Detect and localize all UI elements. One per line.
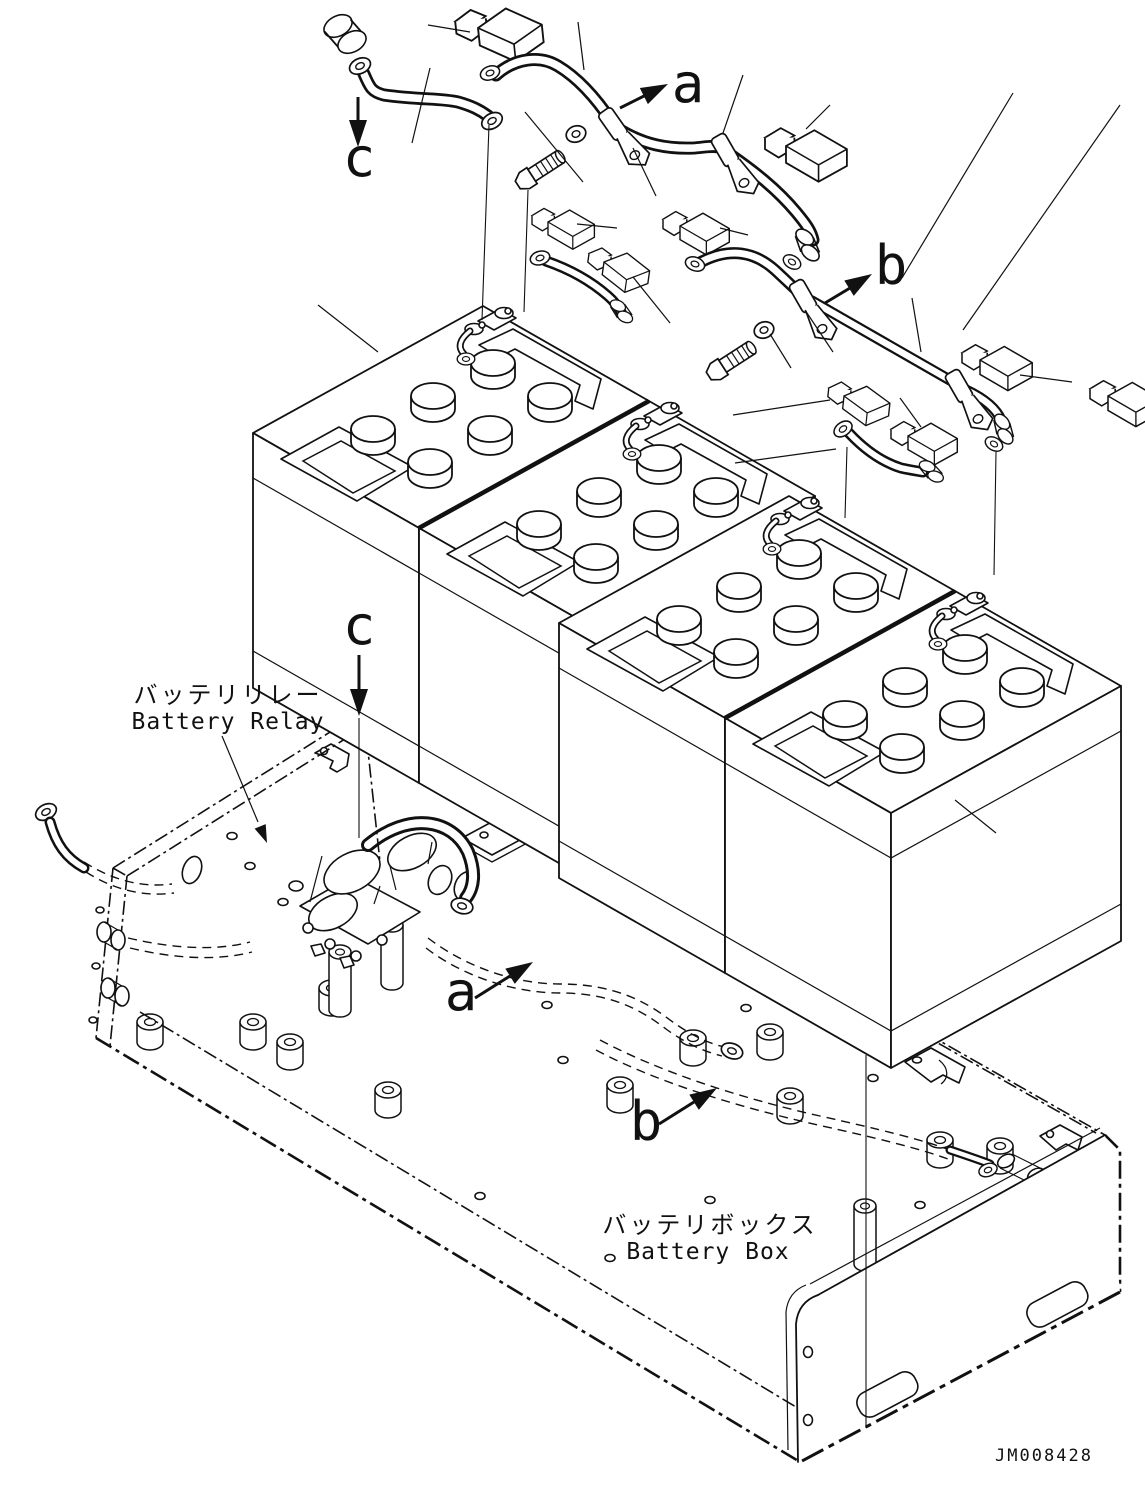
cable-bracket: [904, 1047, 966, 1085]
view-markers: a c b c a b: [343, 52, 908, 1153]
battery-box-label-en: Battery Box: [626, 1239, 789, 1265]
battery-box-outline: [88, 711, 1122, 1464]
terminal-cap: [323, 13, 367, 55]
view-arrow-b-mid: b: [630, 1088, 717, 1153]
battery-relay-label: バッテリリレー Battery Relay: [131, 682, 324, 843]
terminal-cover: [890, 420, 959, 466]
text-labels: バッテリリレー Battery Relay バッテリボックス Battery B…: [131, 682, 1093, 1466]
terminal-cover: [764, 127, 848, 183]
terminal-cover: [824, 380, 893, 429]
battery-box-label: バッテリボックス Battery Box: [602, 1212, 817, 1265]
bolt: [702, 337, 761, 385]
view-marker-c-top: c: [343, 126, 376, 189]
jumper-cable: [527, 248, 639, 326]
ground-cable: [31, 799, 175, 895]
view-arrow-a-top: a: [619, 52, 705, 115]
terminal-cover: [531, 207, 596, 250]
battery-box-front-wall: [785, 1127, 1121, 1464]
view-marker-c-mid: c: [343, 594, 376, 657]
view-marker-b-top: b: [875, 234, 908, 297]
drawing-number: JM008428: [995, 1446, 1093, 1466]
battery-relay-label-jp: バッテリリレー: [134, 682, 323, 709]
cable-a: [477, 53, 829, 273]
view-marker-b-mid: b: [630, 1090, 663, 1153]
hidden-cable-route-a: [425, 937, 746, 1063]
hidden-cable-route-b: [595, 1039, 1046, 1183]
battery-relay: [288, 816, 480, 969]
view-arrow-c-mid: c: [343, 594, 376, 716]
view-arrow-c-top: c: [343, 97, 376, 189]
view-arrow-a-mid: a: [445, 960, 533, 1023]
cable-c: [346, 53, 507, 134]
cable-bracket: [1039, 1124, 1083, 1151]
washer: [563, 122, 589, 146]
cable-b: [682, 247, 1023, 455]
battery-relay-label-en: Battery Relay: [131, 709, 324, 735]
terminal-cover: [1089, 379, 1145, 428]
view-marker-a-mid: a: [445, 960, 478, 1023]
terminal-cover: [961, 343, 1033, 392]
battery-group: [253, 306, 1121, 1068]
view-marker-a-top: a: [672, 52, 705, 115]
cable-bracket: [314, 743, 350, 773]
jumper-cable: [830, 417, 948, 485]
view-arrow-b-top: b: [824, 234, 908, 305]
floor-holes: [181, 831, 926, 1263]
wiring-harness: [323, 1, 1145, 485]
battery-box-label-jp: バッテリボックス: [602, 1212, 817, 1239]
leader-lines: [317, 21, 1121, 834]
reference-lines: [358, 124, 997, 1428]
terminal-cover: [662, 210, 731, 256]
